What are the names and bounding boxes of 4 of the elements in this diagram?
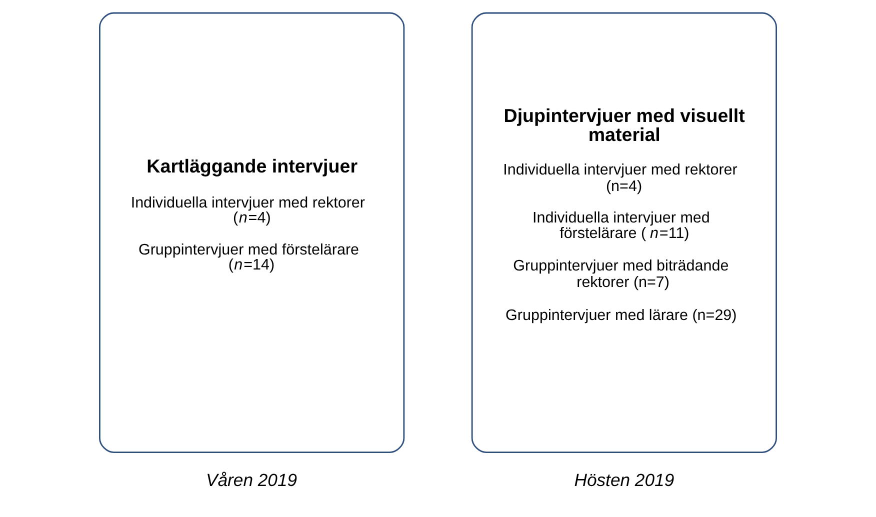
- node-box: Kartläggande intervjuer Individuella intervjuer med rektorer (n=4) Gruppintervjuer med förstelärare (n=14): [99, 12, 405, 454]
- node-label: Hösten 2019: [574, 470, 674, 490]
- node-box: Djupintervjuer med visuellt material Individuella intervjuer med rektorer (n=4) Individuella intervjuer med förstelärare (n=11) Gruppintervjuer med biträdande rektorer (n=7) Gruppintervjuer med lärare (n=29): [471, 12, 777, 454]
- node-label: Våren 2019: [206, 470, 298, 490]
